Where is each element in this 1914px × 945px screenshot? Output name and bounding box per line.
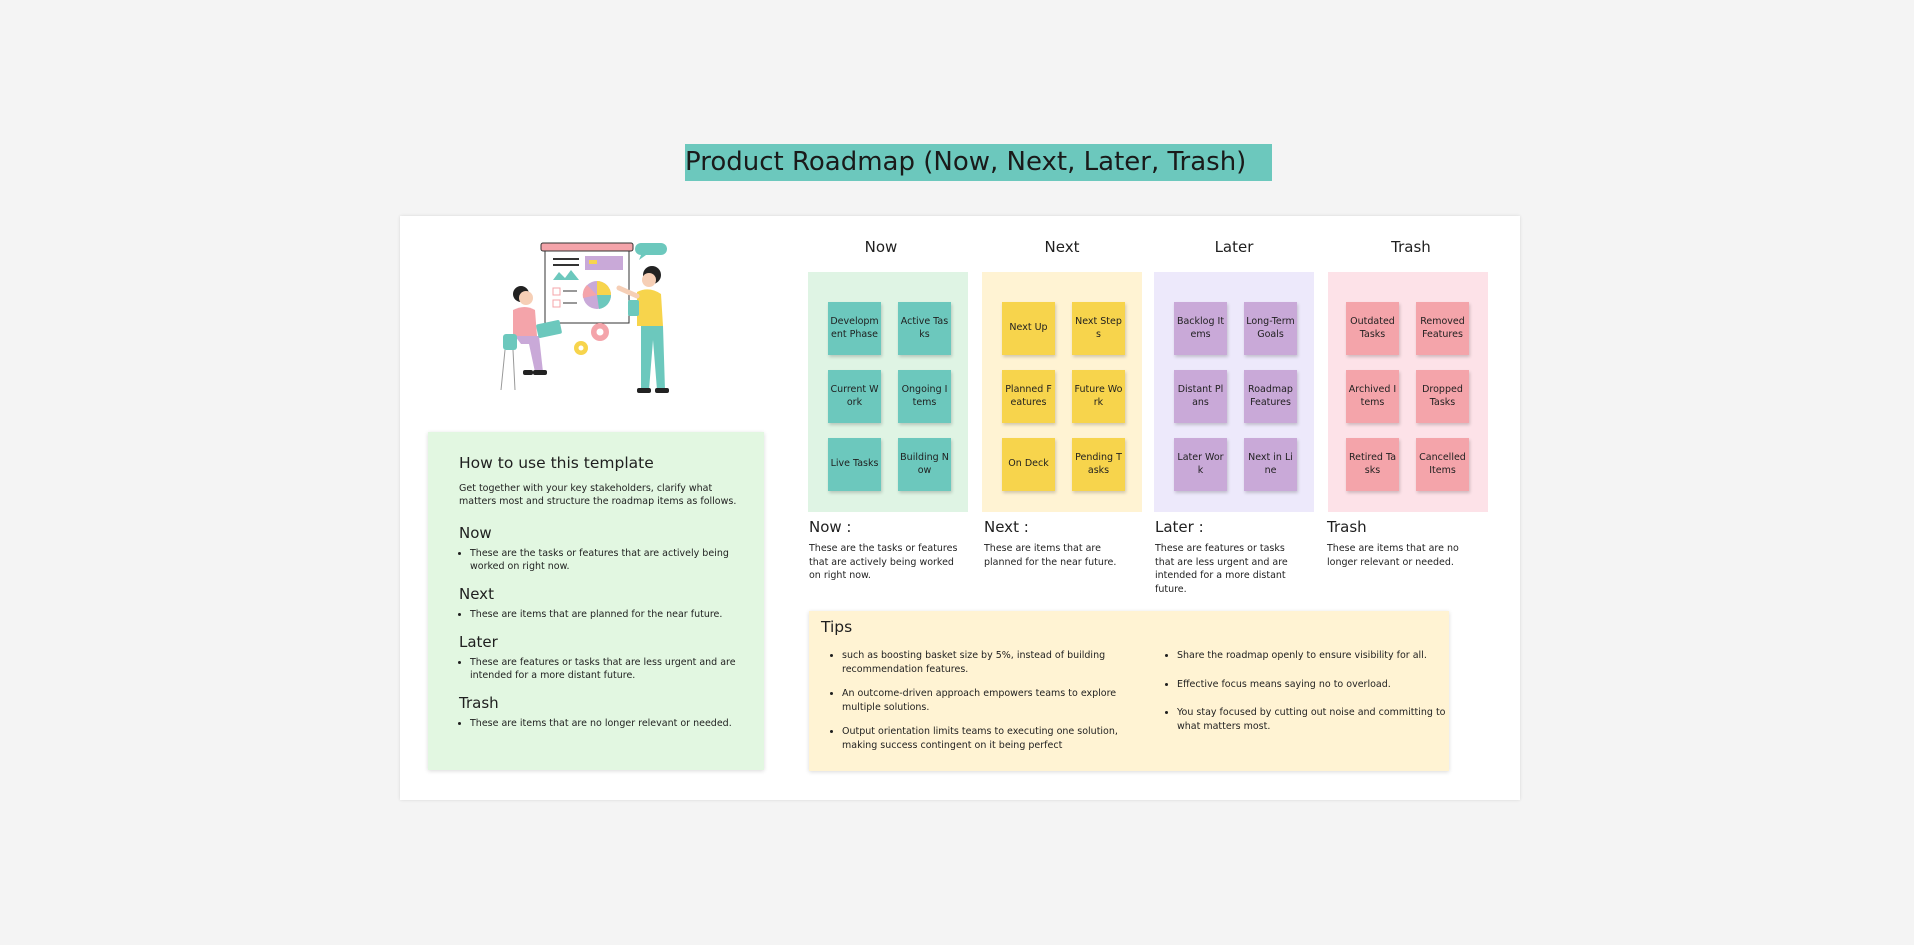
column-header-now: Now [864,238,898,256]
later-desc-text: These are features or tasks that are les… [1155,543,1288,595]
sticky-note[interactable]: Later Work [1174,438,1227,491]
column-next[interactable]: Next Up Next Steps Planned Features Futu… [982,272,1142,512]
column-header-later: Later [1214,238,1254,256]
tips-list-right: Share the roadmap openly to ensure visib… [1166,649,1457,748]
column-header-trash: Trash [1391,238,1431,256]
how-to-now-title: Now [459,524,492,542]
trash-desc-text: These are items that are no longer relev… [1327,543,1459,568]
tips-heading: Tips [821,618,853,636]
how-to-heading: How to use this template [459,454,654,472]
sticky-note[interactable]: Building Now [898,438,951,491]
how-to-later-text: These are features or tasks that are les… [470,656,746,682]
page-title[interactable]: Product Roadmap (Now, Next, Later, Trash… [685,144,1272,181]
sticky-note[interactable]: Pending Tasks [1072,438,1125,491]
sticky-note[interactable]: Distant Plans [1174,370,1227,423]
team-illustration [500,242,669,393]
sticky-note[interactable]: Dropped Tasks [1416,370,1469,423]
roadmap-board: How to use this template Get together wi… [400,216,1520,800]
sticky-note[interactable]: Next in Line [1244,438,1297,491]
sticky-note[interactable]: Current Work [828,370,881,423]
how-to-next-text: These are items that are planned for the… [470,608,746,621]
how-to-trash-text: These are items that are no longer relev… [470,717,746,730]
tip-item: Output orientation limits teams to execu… [842,725,1132,752]
sticky-note[interactable]: Long-Term Goals [1244,302,1297,355]
tips-panel[interactable]: Tips such as boosting basket size by 5%,… [809,611,1449,771]
next-desc-text: These are items that are planned for the… [984,543,1117,568]
sticky-note[interactable]: Future Work [1072,370,1125,423]
column-now[interactable]: Development Phase Active Tasks Current W… [808,272,968,512]
how-to-panel[interactable]: How to use this template Get together wi… [428,432,764,770]
column-header-next: Next [1044,238,1080,256]
how-to-later-title: Later [459,633,498,651]
tips-list-left: such as boosting basket size by 5%, inst… [831,649,1132,763]
sticky-note[interactable]: Live Tasks [828,438,881,491]
sticky-note[interactable]: Backlog Items [1174,302,1227,355]
sticky-note[interactable]: Retired Tasks [1346,438,1399,491]
tip-item: Effective focus means saying no to overl… [1177,678,1457,692]
sticky-note[interactable]: Next Up [1002,302,1055,355]
sticky-note[interactable]: Roadmap Features [1244,370,1297,423]
next-desc-title: Next : [984,518,1029,536]
how-to-intro: Get together with your key stakeholders,… [459,483,737,507]
sticky-note[interactable]: Active Tasks [898,302,951,355]
how-to-trash-title: Trash [459,694,499,712]
sticky-note[interactable]: Next Steps [1072,302,1125,355]
sticky-note[interactable]: Development Phase [828,302,881,355]
column-trash[interactable]: Outdated Tasks Removed Features Archived… [1328,272,1488,512]
sticky-note[interactable]: Outdated Tasks [1346,302,1399,355]
sticky-note[interactable]: Planned Features [1002,370,1055,423]
sticky-note[interactable]: Ongoing Items [898,370,951,423]
now-desc-title: Now : [809,518,852,536]
how-to-now-text: These are the tasks or features that are… [470,547,746,573]
now-desc-text: These are the tasks or features that are… [809,543,958,581]
sticky-note[interactable]: On Deck [1002,438,1055,491]
tip-item: You stay focused by cutting out noise an… [1177,706,1457,733]
sticky-note[interactable]: Archived Items [1346,370,1399,423]
column-later[interactable]: Backlog Items Long-Term Goals Distant Pl… [1154,272,1314,512]
how-to-next-title: Next [459,585,494,603]
later-desc-title: Later : [1155,518,1204,536]
tip-item: An outcome-driven approach empowers team… [842,687,1132,714]
tip-item: Share the roadmap openly to ensure visib… [1177,649,1457,663]
trash-desc-title: Trash [1327,518,1367,536]
sticky-note[interactable]: Cancelled Items [1416,438,1469,491]
sticky-note[interactable]: Removed Features [1416,302,1469,355]
tip-item: such as boosting basket size by 5%, inst… [842,649,1132,676]
